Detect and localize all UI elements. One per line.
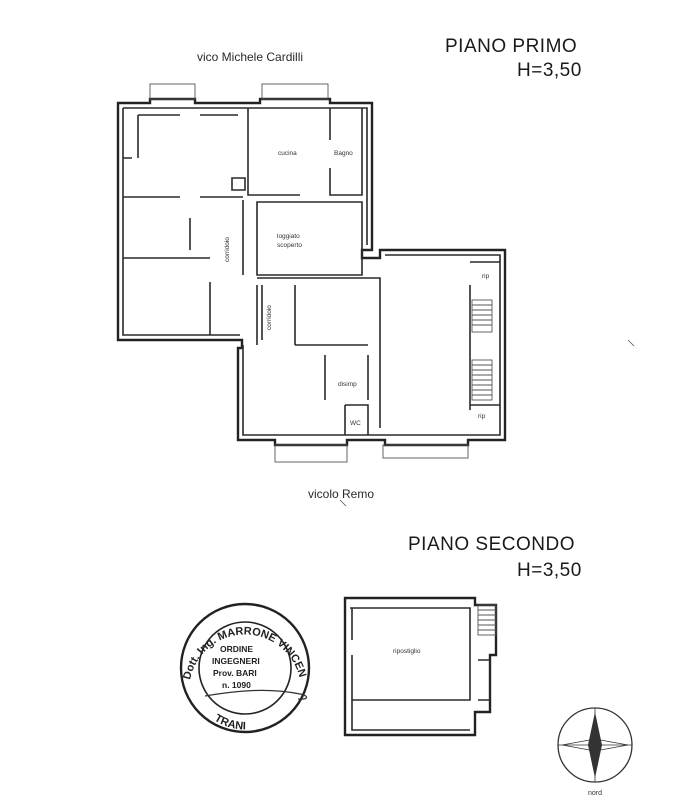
primo-outer-walls <box>116 97 507 447</box>
compass-label: nord <box>588 790 602 797</box>
room-label-loggiato: loggiato <box>277 233 300 240</box>
street-top-label: vico Michele Cardilli <box>197 50 304 64</box>
room-label-corridoio-1: corridoio <box>224 237 231 262</box>
room-label-disimp: disimp <box>338 381 357 388</box>
room-label-wc: WC <box>350 420 361 427</box>
primo-right-walls <box>256 261 500 435</box>
piano-secondo-title: PIANO SECONDO <box>408 534 575 555</box>
secondo-walls <box>343 596 498 737</box>
signature-scribble <box>204 689 308 700</box>
room-label-rip-2: rip <box>478 413 486 420</box>
room-label-ripostiglio: ripostiglio <box>393 648 421 655</box>
street-bottom-label: vicolo Remo <box>308 487 375 501</box>
primo-balconies-top <box>149 83 329 100</box>
piano-primo-height: H=3,50 <box>517 60 582 81</box>
room-label-corridoio-2: corridoio <box>266 305 273 330</box>
room-label-bagno: Bagno <box>334 150 353 157</box>
room-label-cucina: cucina <box>278 150 297 157</box>
room-label-scoperto: scoperto <box>277 242 302 249</box>
stamp-line-1: ORDINE <box>220 644 253 654</box>
compass-rose <box>557 707 633 783</box>
stamp-line-3: Prov. BARI <box>213 668 257 678</box>
piano-secondo-height: H=3,50 <box>517 560 582 581</box>
engineer-stamp: Dott. Ing. MARRONE VINCENZO TRANI ORDINE… <box>0 0 311 734</box>
stamp-line-4: n. 1090 <box>222 680 251 690</box>
compass-needle <box>588 712 602 778</box>
primo-interior-walls <box>123 108 363 335</box>
primo-balconies-bottom <box>274 444 469 463</box>
room-label-rip-1: rip <box>482 273 490 280</box>
stamp-ring-bottom: TRANI <box>212 712 246 732</box>
scan-marks <box>339 339 635 507</box>
stamp-line-2: INGEGNERI <box>212 656 260 666</box>
piano-primo-title: PIANO PRIMO <box>445 36 578 57</box>
